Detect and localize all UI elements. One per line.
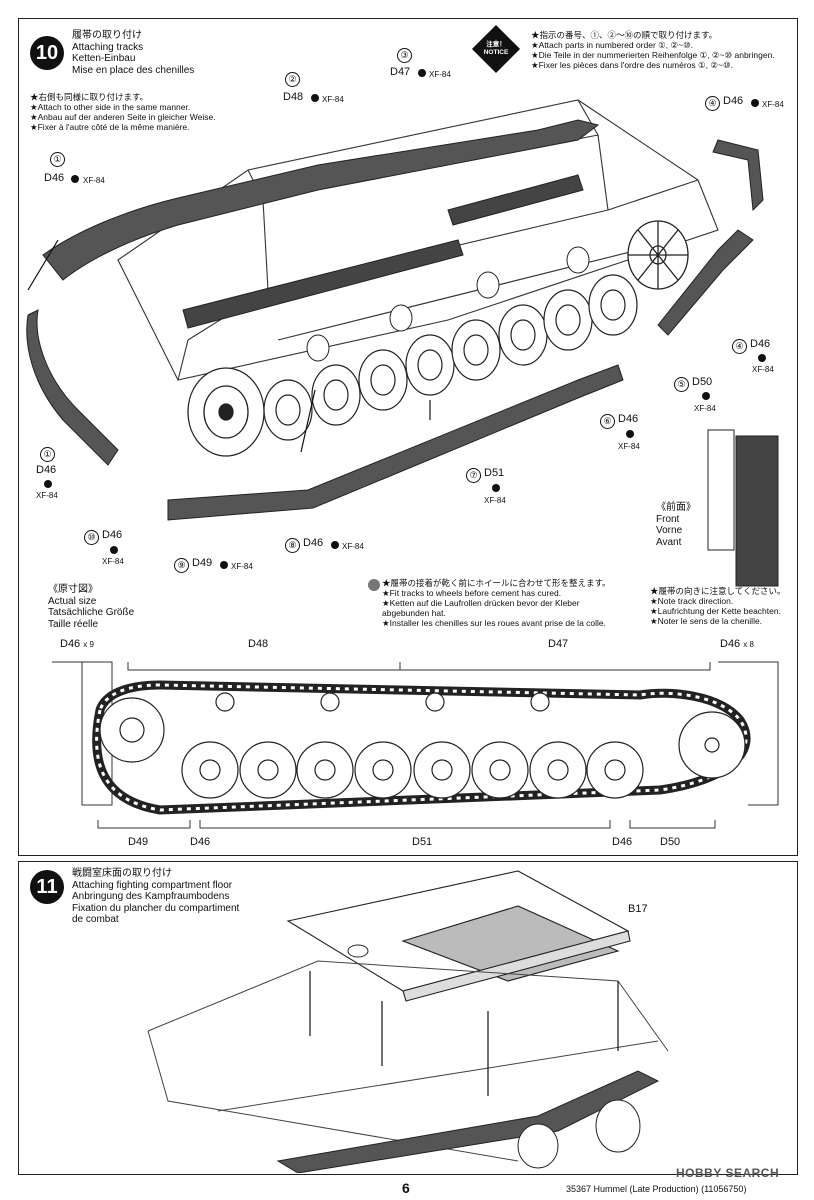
callout-num: ①	[40, 447, 55, 462]
title-fr-2: de combat	[72, 914, 119, 925]
paint-drop-icon	[71, 175, 79, 183]
actual-size-diagram	[52, 661, 779, 829]
track-assembly-illustration	[26, 99, 779, 587]
callout-num: ④	[732, 339, 747, 354]
callout-num: ⑦	[466, 468, 481, 483]
step-10-badge: 10	[30, 36, 64, 70]
callout-part: D46	[723, 95, 744, 107]
diagram-label: D46 x 8	[720, 638, 754, 650]
diagram-label: D46 x 9	[60, 638, 94, 650]
paint-code: XF-84	[322, 95, 344, 104]
callout-part: D46	[303, 537, 324, 549]
cure-note: ★履帯の接着が乾く前にホイールに合わせて形を整えます。 ★Fit tracks …	[382, 578, 611, 628]
actual-size-label: 《原寸図》 Actual size Tatsächliche Größe Tai…	[48, 584, 135, 630]
watermark: HOBBY SEARCH	[676, 1166, 780, 1180]
callout-part: D49	[192, 557, 213, 569]
paint-drop-icon	[626, 430, 634, 438]
paint-code: XF-84	[484, 496, 506, 505]
callout-num: ⑧	[285, 538, 300, 553]
paint-drop-icon	[751, 99, 759, 107]
paint-drop-icon	[220, 561, 228, 569]
step-10-title: 履帯の取り付け Attaching tracks Ketten-Einbau M…	[72, 30, 194, 76]
callout-part: D50	[692, 376, 713, 388]
paint-code: XF-84	[752, 365, 774, 374]
diagram-label: D49	[128, 836, 149, 848]
callout-part: D48	[283, 91, 304, 103]
diagram-label: D51	[412, 836, 433, 848]
paint-code: XF-84	[36, 491, 58, 500]
callout-part: D47	[390, 66, 411, 78]
paint-drop-icon	[702, 392, 710, 400]
callout-num: ⑥	[600, 414, 615, 429]
cement-icon	[368, 579, 380, 591]
paint-drop-icon	[331, 541, 339, 549]
step-11-title: 戦闘室床面の取り付け Attaching fighting compartmen…	[72, 868, 239, 926]
callout-part: D46	[618, 413, 639, 425]
paint-code: XF-84	[694, 404, 716, 413]
step-11-badge: 11	[30, 870, 64, 904]
paint-drop-icon	[758, 354, 766, 362]
part-label: B17	[628, 903, 648, 915]
page-number: 6	[402, 1180, 410, 1196]
notice-note: ★指示の番号、①、②～⑩の順で取り付けます。 ★Attach parts in …	[531, 30, 775, 70]
title-fr: Fixation du plancher du compartiment	[72, 902, 240, 914]
footer-text: 35367 Hummel (Late Production) (11056750…	[566, 1184, 747, 1194]
paint-drop-icon	[418, 69, 426, 77]
paint-code: XF-84	[342, 542, 364, 551]
diagram-label: D47	[548, 638, 569, 650]
floor-assembly-illustration	[147, 870, 669, 1173]
paint-code: XF-84	[231, 562, 253, 571]
callout-part: D46	[44, 172, 65, 184]
callout-num: ⑤	[674, 377, 689, 392]
diagram-label: D46	[190, 836, 211, 848]
paint-code: XF-84	[618, 442, 640, 451]
paint-drop-icon	[44, 480, 52, 488]
callout-num: ③	[397, 48, 412, 63]
paint-drop-icon	[311, 94, 319, 102]
diagram-label: D50	[660, 836, 681, 848]
callout-part: D51	[484, 467, 505, 479]
direction-note: ★履帯の向きに注意してください。 ★Note track direction. …	[650, 586, 786, 626]
callout-num: ①	[50, 152, 65, 167]
callout-part: D46	[750, 338, 771, 350]
paint-code: XF-84	[102, 557, 124, 566]
title-fr: Mise en place des chenilles	[72, 64, 195, 76]
paint-code: XF-84	[429, 70, 451, 79]
side-note: ★右側も同様に取り付けます。 ★Attach to other side in …	[30, 92, 216, 132]
callout-num: ②	[285, 72, 300, 87]
callout-num: ④	[705, 96, 720, 111]
callout-num: ⑩	[84, 530, 99, 545]
callout-part: D46	[102, 529, 123, 541]
callout-num: ⑨	[174, 558, 189, 573]
diagram-label: D48	[248, 638, 269, 650]
notice-badge: 注意！NOTICE	[471, 24, 521, 74]
title-en: Attaching fighting compartment floor	[72, 879, 233, 891]
diagram-label: D46	[612, 836, 633, 848]
callout-part: D46	[36, 464, 57, 476]
title-de: Ketten-Einbau	[72, 53, 136, 64]
paint-code: XF-84	[83, 176, 105, 185]
title-ja: 戦闘室床面の取り付け	[72, 868, 172, 879]
title-en: Attaching tracks	[72, 41, 144, 53]
paint-drop-icon	[492, 484, 500, 492]
title-de: Anbringung des Kampfraumbodens	[72, 891, 230, 902]
paint-code: XF-84	[762, 100, 784, 109]
front-label: 《前面》 Front Vorne Avant	[656, 502, 696, 548]
paint-drop-icon	[110, 546, 118, 554]
title-ja: 履帯の取り付け	[72, 30, 142, 41]
